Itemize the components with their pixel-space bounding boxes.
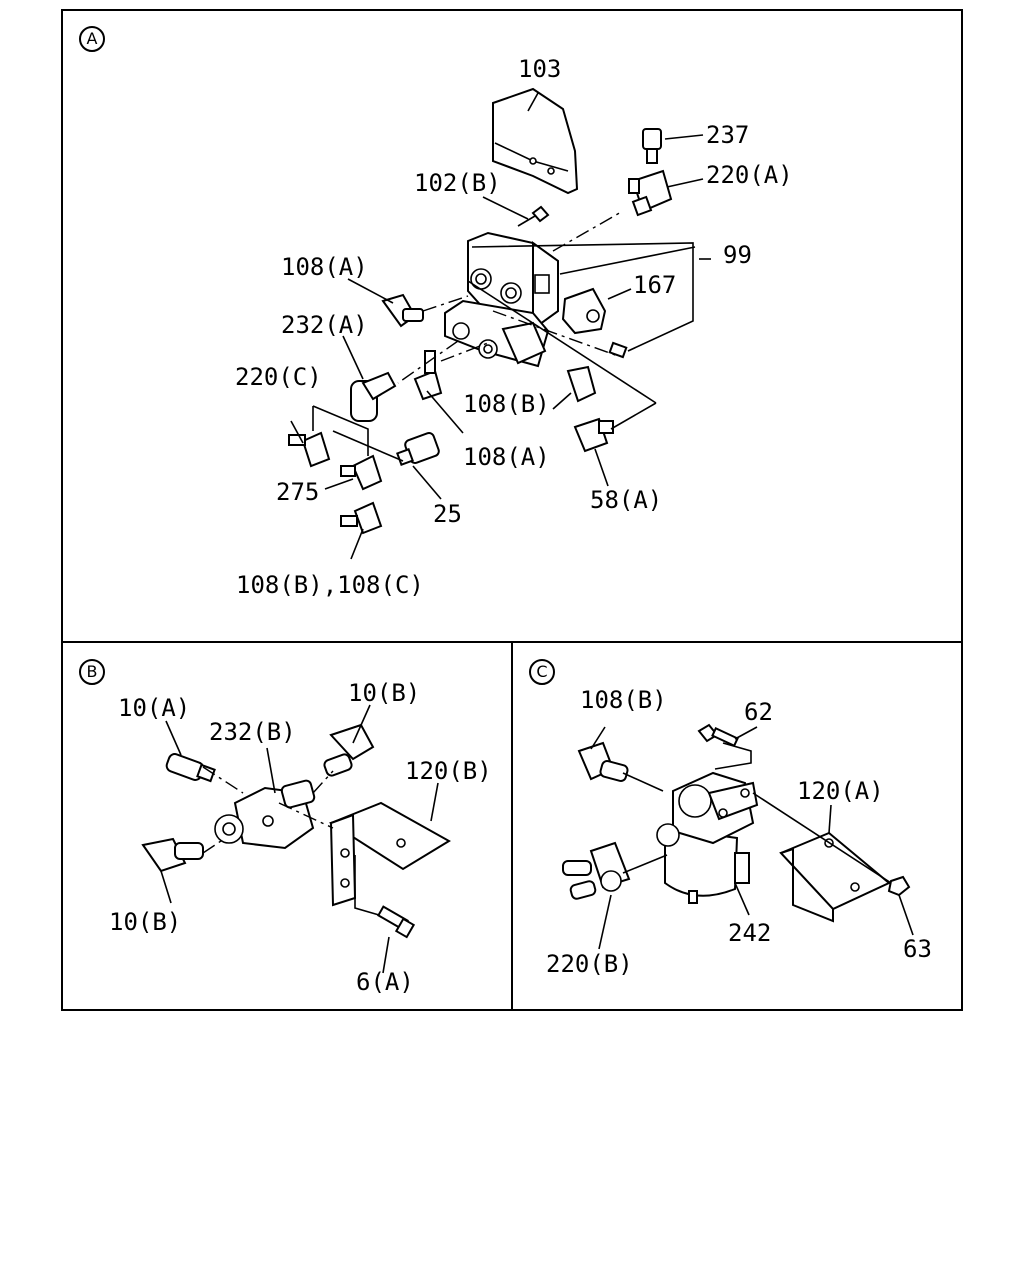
elbow-fitting-bc-part (340, 501, 383, 535)
tee-fitting-c-part (288, 431, 331, 468)
panel-b-drawing (141, 704, 451, 974)
label-120a: 120(A) (797, 777, 884, 805)
panel-c-marker: C (529, 659, 555, 685)
panel-c-drawing (562, 723, 914, 950)
label-108b: 108(B) (580, 686, 667, 714)
bolt-62-part (697, 723, 739, 748)
label-58a: 58(A) (590, 486, 663, 514)
label-62: 62 (744, 698, 773, 726)
cover-plate-part (492, 87, 579, 195)
label-108b-mid: 108(B) (463, 390, 550, 418)
label-25: 25 (433, 500, 462, 528)
label-232b: 232(B) (209, 718, 296, 746)
sensor-part (396, 432, 440, 466)
elbow-fitting-mid-part (413, 350, 443, 401)
bolt-6a-part (377, 905, 416, 939)
label-10b-top: 10(B) (348, 679, 421, 707)
bracket-120b-part (328, 801, 451, 907)
panel-a: A (61, 9, 963, 643)
elbow-fitting-58-part (573, 417, 614, 453)
panel-a-drawing (288, 87, 711, 560)
label-63: 63 (903, 935, 932, 963)
bracket-120a-part (779, 831, 891, 923)
label-232a: 232(A) (281, 311, 368, 339)
label-275: 275 (276, 478, 320, 506)
label-220c: 220(C) (235, 363, 322, 391)
tee-fitting-part (628, 169, 673, 217)
label-242: 242 (728, 919, 772, 947)
elbow-fitting-part (381, 293, 424, 328)
label-6a: 6(A) (356, 968, 414, 996)
check-valve-part (350, 371, 397, 422)
elbow-10b-top-part (323, 723, 375, 777)
valve-body-part (444, 231, 559, 368)
label-108bc: 108(B),108(C) (236, 571, 424, 599)
label-167: 167 (633, 271, 677, 299)
check-valve-b-part (214, 779, 316, 850)
nut-63-part (887, 875, 911, 897)
label-99: 99 (723, 241, 752, 269)
bolt-part (517, 205, 550, 227)
label-103: 103 (518, 55, 562, 83)
connector-10a-part (165, 753, 216, 783)
tee-220b-part (562, 841, 631, 900)
label-237: 237 (706, 121, 750, 149)
panel-a-marker: A (79, 26, 105, 52)
label-220b: 220(B) (546, 950, 633, 978)
elbow-10b-bottom-part (141, 837, 204, 873)
panel-b: B (61, 641, 513, 1011)
panel-b-marker: B (79, 659, 105, 685)
bracket-part (561, 287, 607, 335)
label-102b: 102(B) (414, 169, 501, 197)
label-120b: 120(B) (405, 757, 492, 785)
label-108a-mid: 108(A) (463, 443, 550, 471)
elbow-108b-part (577, 741, 629, 782)
label-220a: 220(A) (706, 161, 793, 189)
plug-part (642, 128, 662, 164)
panel-c: C (511, 641, 963, 1011)
label-10a: 10(A) (118, 694, 191, 722)
label-10b-bottom: 10(B) (109, 908, 182, 936)
label-108a-top: 108(A) (281, 253, 368, 281)
screw-part (608, 341, 628, 359)
filter-242-part (656, 771, 759, 904)
elbow-fitting-right-part (566, 365, 597, 403)
tee-fitting-275-part (340, 454, 383, 491)
